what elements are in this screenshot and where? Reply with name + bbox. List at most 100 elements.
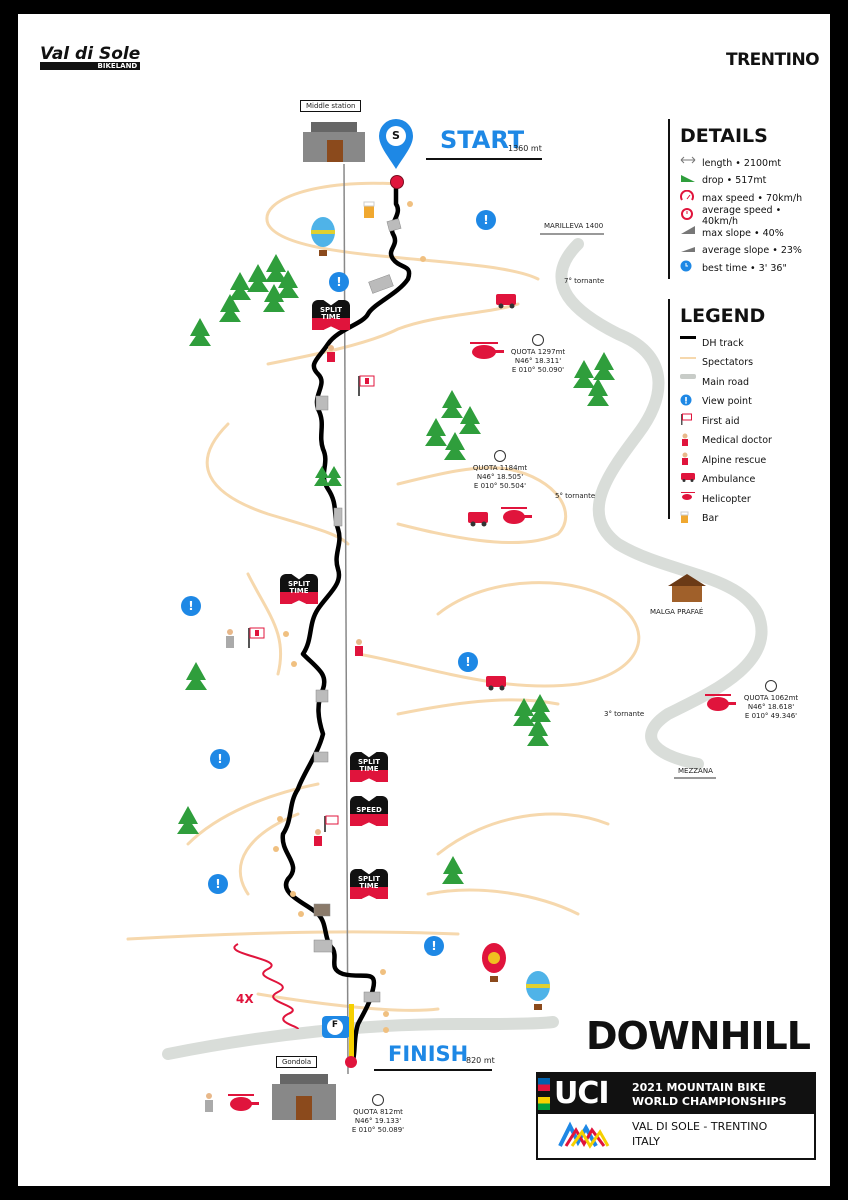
- clock-icon: [680, 260, 698, 275]
- uci-line1: 2021 MOUNTAIN BIKE: [632, 1081, 766, 1094]
- coord-1297-e: E 010° 50.090': [511, 366, 565, 374]
- dh-track-icon: [680, 336, 698, 350]
- spectators-paths: [126, 181, 641, 1012]
- legend-row-text: Main road: [702, 376, 750, 388]
- details-row: average speed • 40km/h: [680, 204, 820, 227]
- coord-812-n: N46° 19.133': [354, 1117, 402, 1125]
- first-aid-icon: [680, 413, 698, 428]
- uci-line2: WORLD CHAMPIONSHIPS: [632, 1095, 787, 1108]
- legend-row: Ambulance: [680, 472, 755, 488]
- mezzana-road-label: MEZZANA: [678, 767, 713, 775]
- bikeland-text: BIKELAND: [40, 62, 141, 70]
- championship-emblem-icon: [556, 1120, 612, 1150]
- details-row-text: average speed • 40km/h: [701, 204, 782, 227]
- details-row: length • 2100mt: [680, 155, 781, 171]
- start-underline: [426, 158, 542, 160]
- finish-pin-letter: F: [331, 1020, 339, 1030]
- speed-badge: SPEED: [350, 796, 388, 826]
- coord-1062: QUOTA 1062mt N46° 18.618' E 010° 49.346': [740, 680, 802, 721]
- uci-line4: ITALY: [632, 1135, 661, 1148]
- details-row-text: drop • 517mt: [702, 175, 767, 186]
- legend-title: LEGEND: [680, 305, 766, 327]
- finish-dot: [345, 1056, 357, 1068]
- view-point-icon: !: [458, 652, 478, 672]
- uci-championship-block: UCI 2021 MOUNTAIN BIKE WORLD CHAMPIONSHI…: [536, 1072, 816, 1160]
- coord-812-e: E 010° 50.089': [351, 1126, 405, 1134]
- length-arrow-icon: [680, 156, 698, 170]
- legend-row: Helicopter: [680, 491, 751, 507]
- details-row-text: max slope • 40%: [702, 227, 784, 239]
- coord-1184-n: N46° 18.505': [476, 473, 524, 481]
- start-label: START: [440, 126, 525, 154]
- 4x-label: 4X: [236, 992, 254, 1006]
- valdisole-logo-text: Val di Sole: [40, 44, 141, 64]
- details-panel: DETAILS length • 2100mt drop • 517mt max s…: [668, 119, 820, 279]
- view-point-icon: !: [476, 210, 496, 230]
- finish-altitude: 820 mt: [466, 1056, 495, 1065]
- coord-1184-e: E 010° 50.504': [473, 482, 527, 490]
- start-dot: [390, 175, 404, 189]
- legend-row-text: DH track: [702, 337, 744, 349]
- malga-hut-icon: [668, 574, 706, 602]
- uci-line3: VAL DI SOLE - TRENTINO: [632, 1120, 768, 1133]
- details-row-text: length • 2100mt: [702, 157, 782, 169]
- details-row: max speed • 70km/h: [680, 190, 802, 206]
- start-altitude: 1360 mt: [508, 144, 542, 153]
- coord-1062-e: E 010° 49.346': [744, 712, 798, 720]
- coord-1184-quota: QUOTA 1184mt: [472, 464, 528, 472]
- crosshair-icon: [765, 680, 777, 692]
- coord-1297: QUOTA 1297mt N46° 18.311' E 010° 50.090': [508, 334, 568, 375]
- view-point-icon: !: [181, 596, 201, 616]
- details-row: drop • 517mt: [680, 173, 766, 189]
- details-row-text: average slope • 23%: [702, 245, 802, 256]
- view-point-icon: [680, 394, 698, 409]
- legend-row: Bar: [680, 511, 718, 527]
- downhill-course-map: Val di Sole BIKELAND TRENTINO Middle sta…: [18, 14, 830, 1186]
- legend-row-text: Helicopter: [702, 493, 751, 505]
- drop-icon: [680, 174, 698, 188]
- view-point-icon: !: [424, 936, 444, 956]
- ambulance-icon: [680, 472, 698, 487]
- coord-1062-quota: QUOTA 1062mt: [743, 694, 799, 702]
- legend-row-text: Bar: [702, 513, 719, 524]
- gondola-building: [272, 1074, 336, 1120]
- details-row: best time • 3' 36": [680, 260, 787, 276]
- mezzana-arrow: [674, 777, 716, 779]
- bar-icon: [680, 511, 698, 526]
- uci-top-bar: [538, 1074, 814, 1114]
- trentino-logo: TRENTINO: [726, 50, 820, 70]
- legend-row-text: Spectators: [702, 357, 754, 368]
- coord-1184: QUOTA 1184mt N46° 18.505' E 010° 50.504': [470, 450, 530, 491]
- gondola-label: Gondola: [276, 1056, 318, 1068]
- max-speed-gauge-icon: [680, 190, 698, 205]
- crosshair-icon: [494, 450, 506, 462]
- tornante-5: 5° tornante: [555, 492, 596, 500]
- tornante-7: 7° tornante: [564, 277, 605, 285]
- finish-flag: [349, 1004, 354, 1058]
- legend-row: View point: [680, 394, 752, 410]
- average-speed-gauge-icon: [680, 207, 698, 223]
- uci-rainbow-stripes: [538, 1078, 550, 1110]
- legend-row: Alpine rescue: [680, 452, 766, 468]
- legend-row-text: Medical doctor: [702, 435, 772, 446]
- legend-row: DH track: [680, 335, 744, 351]
- coord-812: QUOTA 812mt N46° 19.133' E 010° 50.089': [348, 1094, 408, 1135]
- legend-row-text: Ambulance: [702, 474, 756, 485]
- malga-label: MALGA PRAFAÉ: [650, 608, 704, 616]
- details-title: DETAILS: [680, 125, 768, 147]
- coord-1062-n: N46° 18.618': [747, 703, 795, 711]
- details-row-text: max speed • 70km/h: [702, 192, 803, 204]
- dh-track: [280, 179, 412, 1067]
- finish-label: FINISH: [388, 1042, 469, 1066]
- legend-row-text: First aid: [702, 415, 740, 427]
- details-row: max slope • 40%: [680, 225, 784, 241]
- main-roads: [162, 238, 768, 1060]
- alpine-rescue-icon: [680, 452, 698, 467]
